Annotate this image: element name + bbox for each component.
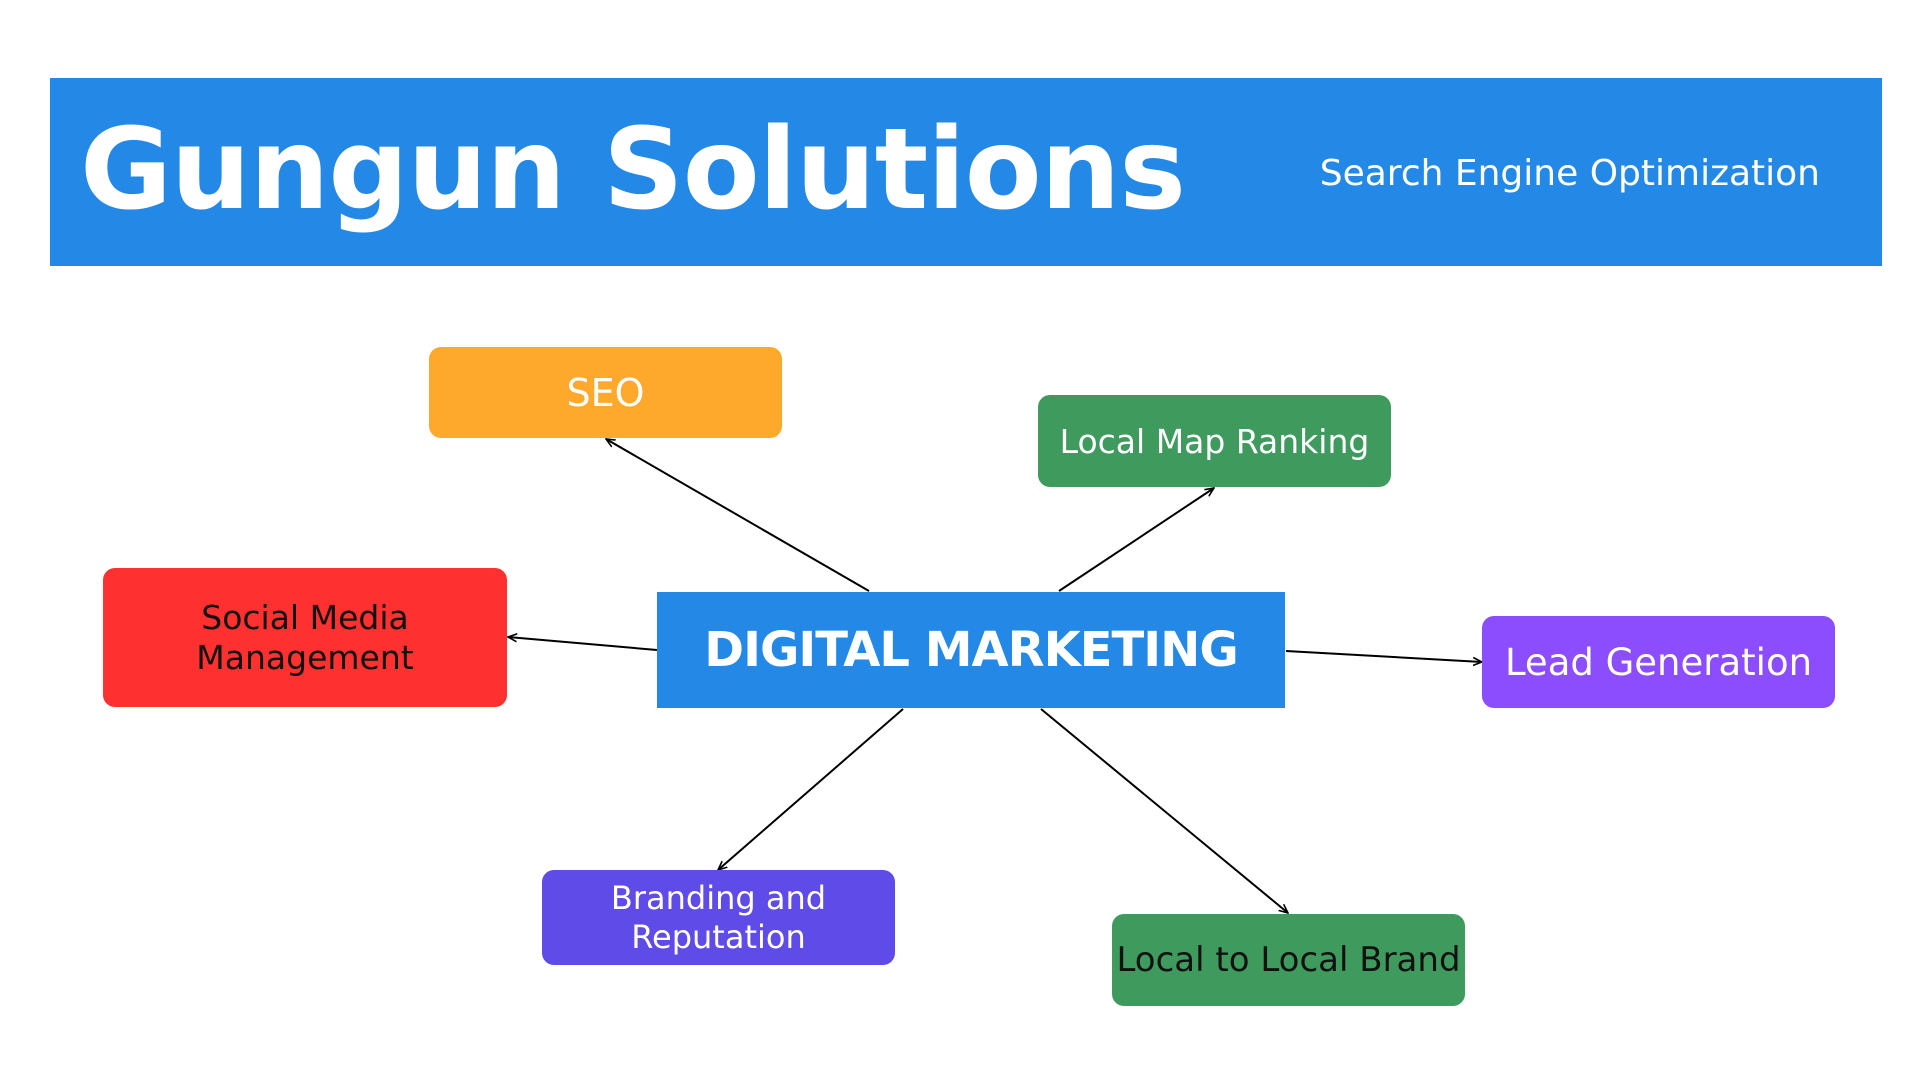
edge-hub-to-social-media-management bbox=[508, 637, 658, 651]
node-label-line1: Branding and bbox=[610, 878, 827, 917]
node-label: SEO bbox=[566, 370, 645, 415]
node-local-map-ranking: Local Map Ranking bbox=[1038, 395, 1391, 487]
node-label: Local Map Ranking bbox=[1059, 421, 1370, 461]
node-label-line1: Social Media bbox=[201, 597, 409, 637]
node-local-to-local-brand: Local to Local Brand bbox=[1112, 914, 1465, 1006]
hub-digital-marketing: DIGITAL MARKETING bbox=[657, 592, 1285, 708]
header-banner: Gungun Solutions Search Engine Optimizat… bbox=[50, 78, 1882, 266]
edge-hub-to-lead-generation bbox=[1285, 650, 1482, 662]
node-branding-and-reputation: Branding and Reputation bbox=[542, 870, 895, 965]
node-label-line2: Reputation bbox=[631, 917, 806, 956]
node-seo: SEO bbox=[429, 347, 782, 438]
node-label-line2: Management bbox=[196, 637, 414, 677]
hub-label: DIGITAL MARKETING bbox=[704, 622, 1238, 678]
node-label: Local to Local Brand bbox=[1116, 940, 1461, 980]
node-label: Lead Generation bbox=[1504, 640, 1813, 684]
node-social-media-management: Social Media Management bbox=[103, 568, 507, 707]
edge-hub-to-branding-and-reputation bbox=[718, 708, 904, 870]
edge-hub-to-seo bbox=[606, 439, 870, 592]
brand-title: Gungun Solutions bbox=[80, 105, 1186, 235]
edge-hub-to-local-map-ranking bbox=[1058, 488, 1214, 592]
edge-hub-to-local-to-local-brand bbox=[1040, 708, 1288, 913]
banner-subtitle: Search Engine Optimization bbox=[1319, 153, 1820, 194]
node-lead-generation: Lead Generation bbox=[1482, 616, 1835, 708]
